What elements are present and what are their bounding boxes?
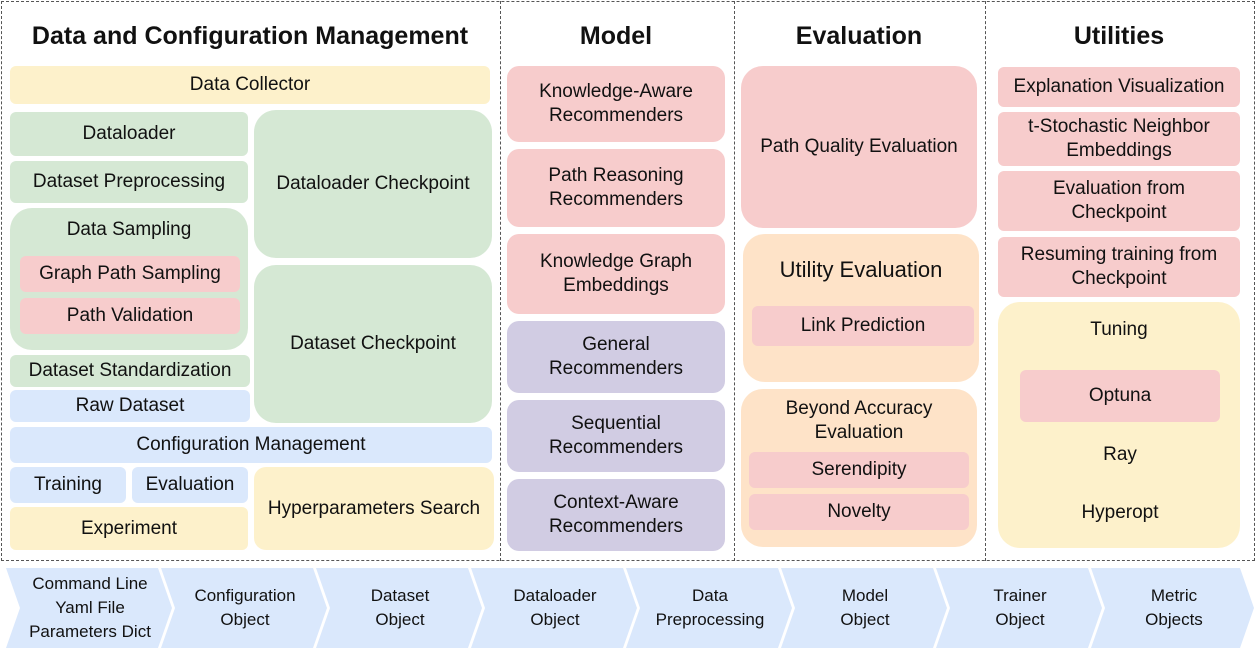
pipeline-step-inputs: Command Line Yaml File Parameters Dict	[29, 574, 151, 641]
experiment-box: Experiment	[10, 507, 248, 550]
dataset-preprocessing-box: Dataset Preprocessing	[10, 161, 248, 203]
novelty-box: Novelty	[749, 494, 969, 530]
pipeline-chevron-8	[1091, 568, 1254, 648]
pipeline-step-configuration-object: Configuration Object	[194, 586, 296, 629]
sequential-recommenders-box: Sequential Recommenders	[507, 400, 725, 472]
architecture-frame	[1, 1, 1255, 561]
configuration-management-box: Configuration Management	[10, 427, 492, 463]
serendipity-box: Serendipity	[749, 452, 969, 488]
evaluation-header: Evaluation	[795, 21, 923, 50]
dataloader-checkpoint-box: Dataloader Checkpoint	[254, 110, 492, 258]
context-aware-recommenders-box: Context-Aware Recommenders	[507, 479, 725, 551]
hyperopt-label: Hyperopt	[1081, 502, 1159, 523]
optuna-box: Optuna	[1020, 370, 1220, 422]
evaluation-config-box: Evaluation	[132, 467, 248, 503]
hyperparameters-search-box: Hyperparameters Search	[254, 467, 494, 550]
pipeline-step-metric-objects: Metric Objects	[1145, 586, 1203, 629]
knowledge-graph-embeddings-box: Knowledge Graph Embeddings	[507, 234, 725, 314]
path-reasoning-recommenders-box: Path Reasoning Recommenders	[507, 149, 725, 227]
column-divider-1	[500, 1, 501, 561]
ray-label: Ray	[1103, 444, 1137, 465]
raw-dataset-box: Raw Dataset	[10, 390, 250, 422]
knowledge-aware-recommenders-box: Knowledge-Aware Recommenders	[507, 66, 725, 142]
column-divider-3	[985, 1, 986, 561]
path-validation-box: Path Validation	[20, 298, 240, 334]
pipeline-chevron-7	[936, 568, 1102, 648]
dataset-checkpoint-box: Dataset Checkpoint	[254, 265, 492, 423]
pipeline-step-dataset-object: Dataset Object	[370, 586, 430, 629]
pipeline-chevron-5	[626, 568, 792, 648]
tuning-box: Tuning	[998, 302, 1240, 548]
explanation-visualization-box: Explanation Visualization	[998, 67, 1240, 107]
pipeline-step-dataloader-object: Dataloader Object	[513, 586, 597, 629]
path-quality-evaluation-box: Path Quality Evaluation	[741, 66, 977, 228]
evaluation-from-checkpoint-box: Evaluation from Checkpoint	[998, 171, 1240, 231]
general-recommenders-box: General Recommenders	[507, 321, 725, 393]
data-collector-box: Data Collector	[10, 66, 490, 104]
graph-path-sampling-box: Graph Path Sampling	[20, 256, 240, 292]
link-prediction-box: Link Prediction	[752, 306, 974, 346]
pipeline-chevron-6	[781, 568, 947, 648]
data-config-header: Data and Configuration Management	[31, 21, 469, 50]
pipeline-chevron-2	[161, 568, 327, 648]
pipeline-chevron-3	[316, 568, 482, 648]
training-box: Training	[10, 467, 126, 503]
model-header: Model	[579, 21, 653, 50]
pipeline-step-model-object: Model Object	[840, 586, 890, 629]
pipeline-chevron-4	[471, 568, 637, 648]
dataset-standardization-box: Dataset Standardization	[10, 355, 250, 387]
dataloader-box: Dataloader	[10, 112, 248, 156]
pipeline-chevron-1	[6, 568, 172, 648]
column-divider-2	[734, 1, 735, 561]
utilities-header: Utilities	[1073, 21, 1165, 50]
resuming-training-box: Resuming training from Checkpoint	[998, 237, 1240, 297]
tsne-box: t-Stochastic Neighbor Embeddings	[998, 112, 1240, 166]
pipeline-step-trainer-object: Trainer Object	[993, 586, 1047, 629]
pipeline-step-data-preprocessing: Data Preprocessing	[655, 586, 765, 629]
